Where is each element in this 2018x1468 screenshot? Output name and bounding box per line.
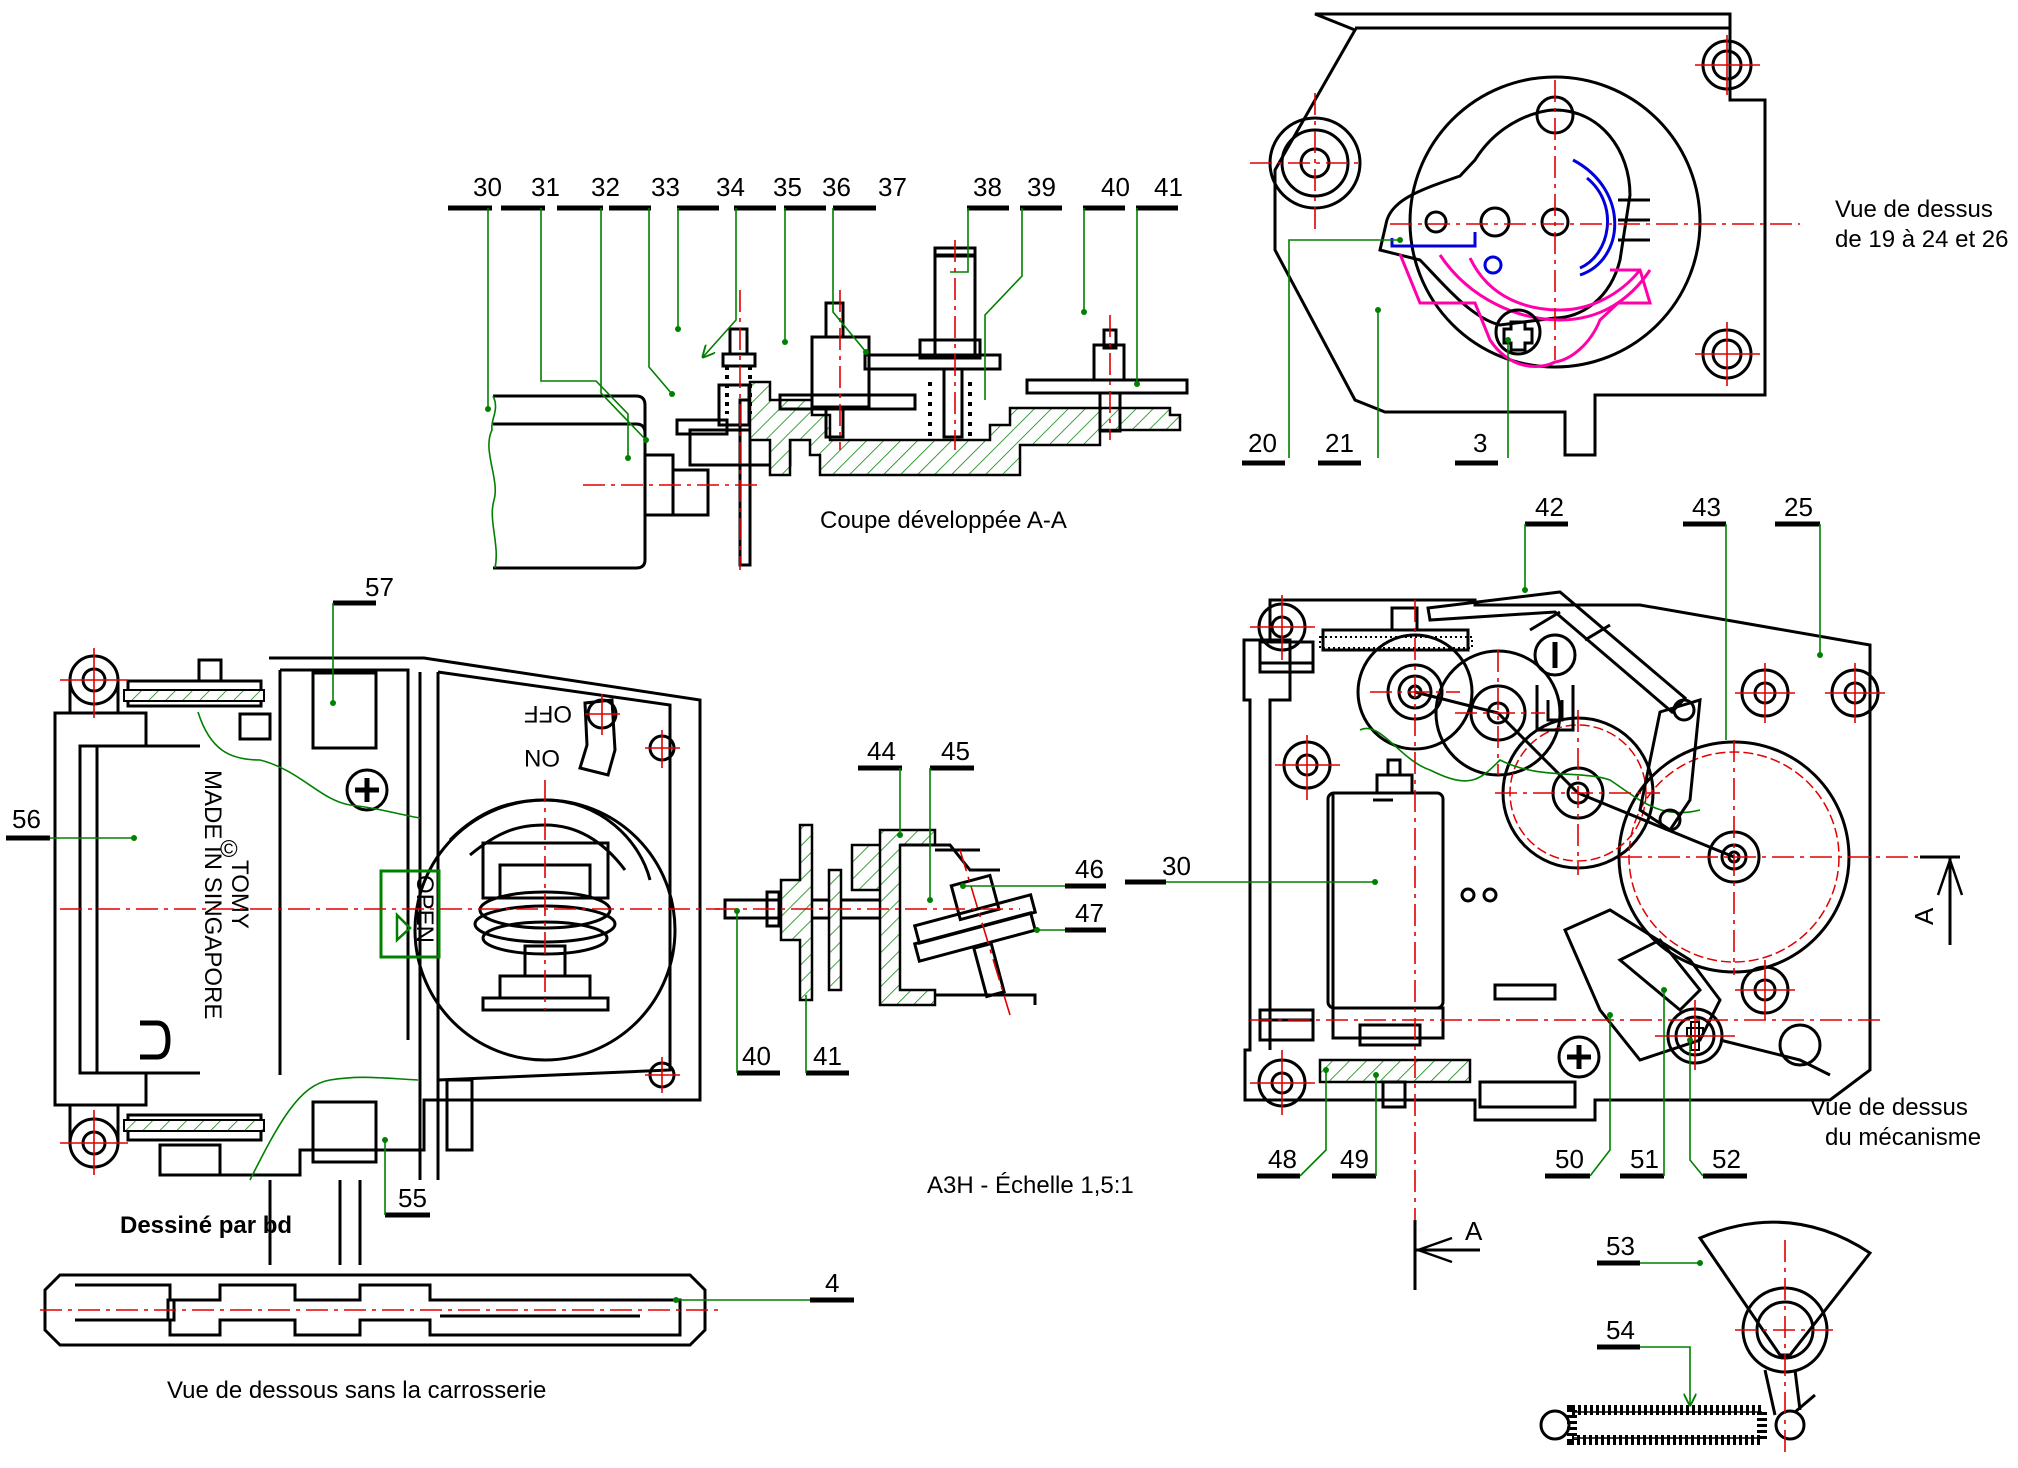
svg-text:40: 40 — [1101, 172, 1130, 202]
svg-text:4: 4 — [825, 1268, 839, 1298]
label-41: 41 — [1136, 172, 1183, 211]
scale-note: A3H - Échelle 1,5:1 — [927, 1172, 1134, 1199]
svg-text:30: 30 — [473, 172, 502, 202]
label-49: 49 — [1332, 1144, 1376, 1179]
label-37: 37 — [833, 172, 907, 211]
label-48: 48 — [1257, 1144, 1300, 1179]
label-50: 50 — [1545, 1144, 1590, 1179]
label-31: 31 — [501, 172, 560, 211]
svg-text:50: 50 — [1555, 1144, 1584, 1174]
svg-text:31: 31 — [531, 172, 560, 202]
label-25: 25 — [1775, 492, 1820, 527]
svg-text:51: 51 — [1630, 1144, 1659, 1174]
svg-text:43: 43 — [1692, 492, 1721, 522]
svg-text:25: 25 — [1784, 492, 1813, 522]
label-36: 36 — [784, 172, 851, 211]
svg-text:33: 33 — [651, 172, 680, 202]
svg-text:42: 42 — [1535, 492, 1564, 522]
label-33: 33 — [609, 172, 680, 211]
label-21: 21 — [1318, 428, 1361, 466]
author-credit: Dessiné par bd — [120, 1212, 292, 1239]
brand-marking: TOMY — [226, 860, 253, 929]
label-42: 42 — [1525, 492, 1568, 527]
label-51: 51 — [1620, 1144, 1664, 1179]
mechanism-top-view: 42 43 25 30 48 49 50 51 52 — [1125, 492, 1981, 1290]
svg-text:47: 47 — [1075, 898, 1104, 928]
svg-text:34: 34 — [716, 172, 745, 202]
svg-text:57: 57 — [365, 572, 394, 602]
svg-text:52: 52 — [1712, 1144, 1741, 1174]
label-34: 34 — [677, 172, 745, 211]
label-30b: 30 — [1125, 851, 1191, 885]
top-view-19-24: 20 21 3 Vue de dessus de 19 à 24 et 26 — [1242, 12, 2008, 466]
label-52: 52 — [1703, 1144, 1747, 1179]
svg-text:56: 56 — [12, 804, 41, 834]
top-view-title-1: Vue de dessus — [1835, 196, 1993, 223]
label-35: 35 — [734, 172, 802, 211]
on-marking: ON — [524, 744, 560, 771]
detail-view: 44 45 46 47 40 41 A3H - Échelle 1,5:1 — [715, 736, 1134, 1199]
svg-text:41: 41 — [1154, 172, 1183, 202]
svg-text:21: 21 — [1325, 428, 1354, 458]
label-32: 32 — [557, 172, 620, 211]
parts-53-54: 53 54 — [1539, 1220, 1873, 1455]
label-20: 20 — [1242, 428, 1285, 466]
svg-text:41: 41 — [813, 1041, 842, 1071]
label-55: 55 — [385, 1183, 430, 1218]
label-38: 38 — [967, 172, 1009, 211]
section-marker-a-bottom: A — [1465, 1216, 1483, 1246]
label-56: 56 — [6, 804, 50, 841]
label-44: 44 — [858, 736, 902, 771]
label-54: 54 — [1597, 1315, 1640, 1350]
svg-text:38: 38 — [973, 172, 1002, 202]
svg-text:45: 45 — [941, 736, 970, 766]
label-45: 45 — [930, 736, 974, 771]
svg-text:55: 55 — [398, 1183, 427, 1213]
section-view-a-a: 30 31 32 33 34 35 36 37 38 39 40 41 — [448, 172, 1189, 570]
label-57: 57 — [333, 572, 394, 606]
svg-text:54: 54 — [1606, 1315, 1635, 1345]
label-39: 39 — [1020, 172, 1062, 211]
svg-text:3: 3 — [1473, 428, 1487, 458]
svg-text:37: 37 — [878, 172, 907, 202]
copyright-marking: © — [220, 836, 238, 863]
section-labels: 30 31 32 33 34 35 36 37 38 39 40 41 — [448, 172, 1183, 211]
svg-text:30: 30 — [1162, 851, 1191, 881]
label-43: 43 — [1683, 492, 1726, 527]
u-marking — [140, 1020, 171, 1060]
label-41b: 41 — [806, 1041, 849, 1076]
label-40: 40 — [1083, 172, 1130, 211]
svg-text:49: 49 — [1340, 1144, 1369, 1174]
svg-text:44: 44 — [867, 736, 896, 766]
label-46: 46 — [1065, 854, 1106, 889]
mechanism-title-1: Vue de dessus — [1810, 1094, 1968, 1121]
svg-text:53: 53 — [1606, 1231, 1635, 1261]
svg-text:36: 36 — [822, 172, 851, 202]
label-30: 30 — [448, 172, 502, 211]
svg-text:35: 35 — [773, 172, 802, 202]
section-title: Coupe développée A-A — [820, 507, 1067, 534]
svg-text:48: 48 — [1268, 1144, 1297, 1174]
label-40b: 40 — [737, 1041, 780, 1076]
underside-view: 57 56 55 4 — [6, 572, 854, 1404]
mechanism-title-2: du mécanisme — [1825, 1124, 1981, 1151]
top-view-title-2: de 19 à 24 et 26 — [1835, 226, 2008, 253]
svg-text:20: 20 — [1248, 428, 1277, 458]
label-53: 53 — [1597, 1231, 1640, 1266]
underside-title: Vue de dessous sans la carrosserie — [167, 1377, 546, 1404]
svg-text:40: 40 — [742, 1041, 771, 1071]
svg-text:39: 39 — [1027, 172, 1056, 202]
label-4: 4 — [810, 1268, 854, 1303]
label-3: 3 — [1455, 428, 1498, 466]
open-marker-box — [379, 869, 441, 959]
off-marking: OFF — [524, 700, 572, 727]
section-marker-a-right: A — [1909, 907, 1939, 925]
svg-text:46: 46 — [1075, 854, 1104, 884]
svg-text:32: 32 — [591, 172, 620, 202]
origin-marking: MADE IN SINGAPORE — [199, 770, 226, 1019]
label-47: 47 — [1065, 898, 1106, 933]
